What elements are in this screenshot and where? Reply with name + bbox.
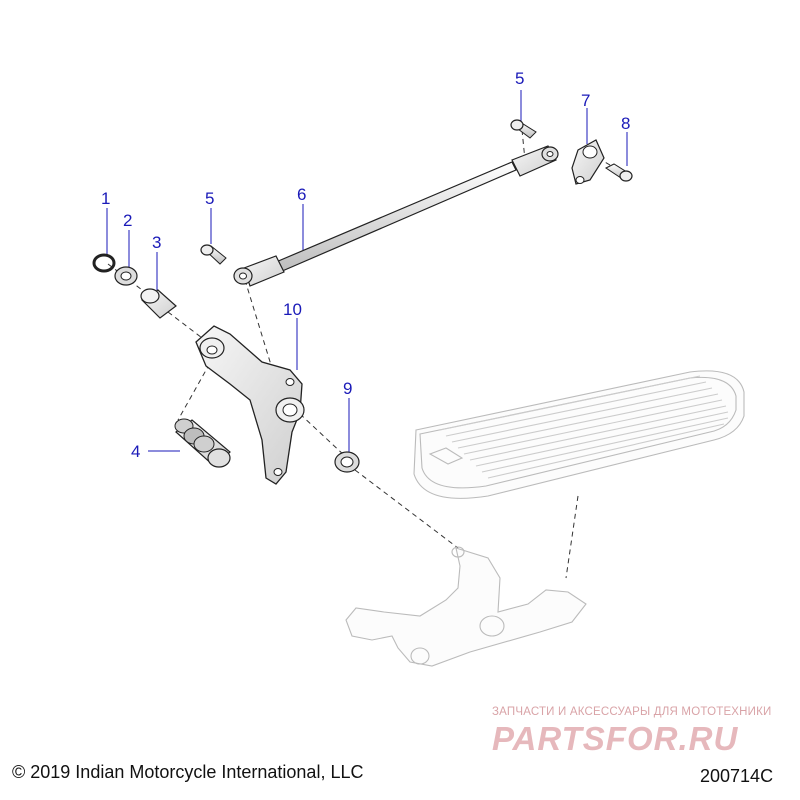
bolt-part-lower [200,244,227,265]
callout-6: 6 [297,185,307,204]
callout-7: 7 [581,91,591,110]
callout-8: 8 [621,114,631,133]
callout-3: 3 [152,233,162,252]
leader-lines [106,90,628,452]
copyright-notice: © 2019 Indian Motorcycle International, … [12,762,364,782]
screw-part [605,163,633,182]
watermark-logo: PARTSFOR.RU [492,720,739,757]
callout-1: 1 [101,189,111,208]
shift-lever-part [195,325,305,485]
assembly-dash-lines [107,129,616,579]
callout-5-lower: 5 [205,189,215,208]
bushing-part [140,288,177,319]
mounting-bracket-ghost [345,546,587,667]
callout-2: 2 [123,211,133,230]
clevis-part [571,139,605,185]
callout-9: 9 [343,379,353,398]
floorboard-ghost [413,370,745,499]
shift-peg-part [174,418,231,468]
retaining-ring-part [92,253,116,273]
callout-10: 10 [283,300,302,319]
watermark-tagline: ЗАПЧАСТИ И АКСЕССУАРЫ ДЛЯ МОТОТЕХНИКИ [492,706,772,718]
callout-5-upper: 5 [515,69,525,88]
callout-4: 4 [131,442,141,461]
washer-part [114,266,138,286]
drawing-number: 200714C [700,766,774,786]
bolt-part-upper [510,119,537,139]
washer-part-9 [334,451,360,473]
shift-rod-part [233,145,559,287]
